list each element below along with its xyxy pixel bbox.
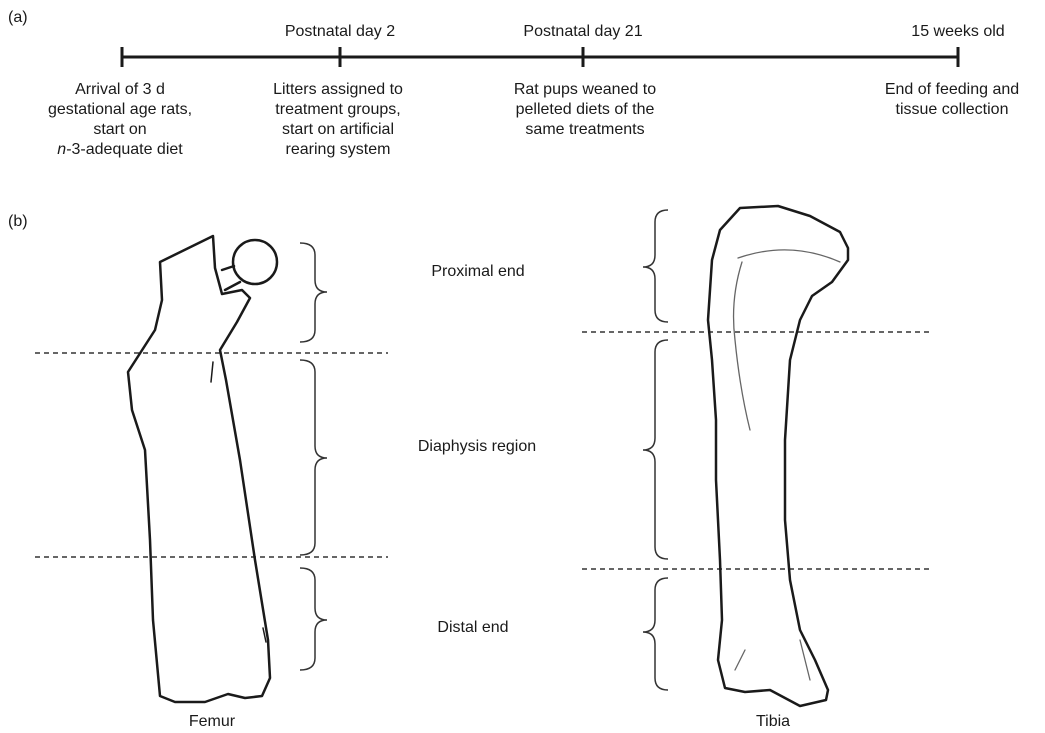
timeline [122,47,958,67]
tibia-crest-line [734,262,750,430]
tibia-plateau-line [738,250,840,262]
tibia-distal-line-1 [735,650,745,670]
tibia-drawing [708,206,848,706]
femur-outline [128,236,270,702]
femur-inner-line [211,362,213,382]
tibia-brace-diaphysis [643,340,668,559]
femur-head [233,240,277,284]
femur-brace-distal [300,568,327,670]
femur-brace-proximal [300,243,327,342]
tibia-brace-distal [643,578,668,690]
femur-drawing [128,236,277,702]
femur-neck-lower [225,282,240,290]
tibia-brace-proximal [643,210,668,322]
femur-brace-diaphysis [300,360,327,555]
femur-neck-upper [222,266,234,270]
tibia-outline [708,206,848,706]
